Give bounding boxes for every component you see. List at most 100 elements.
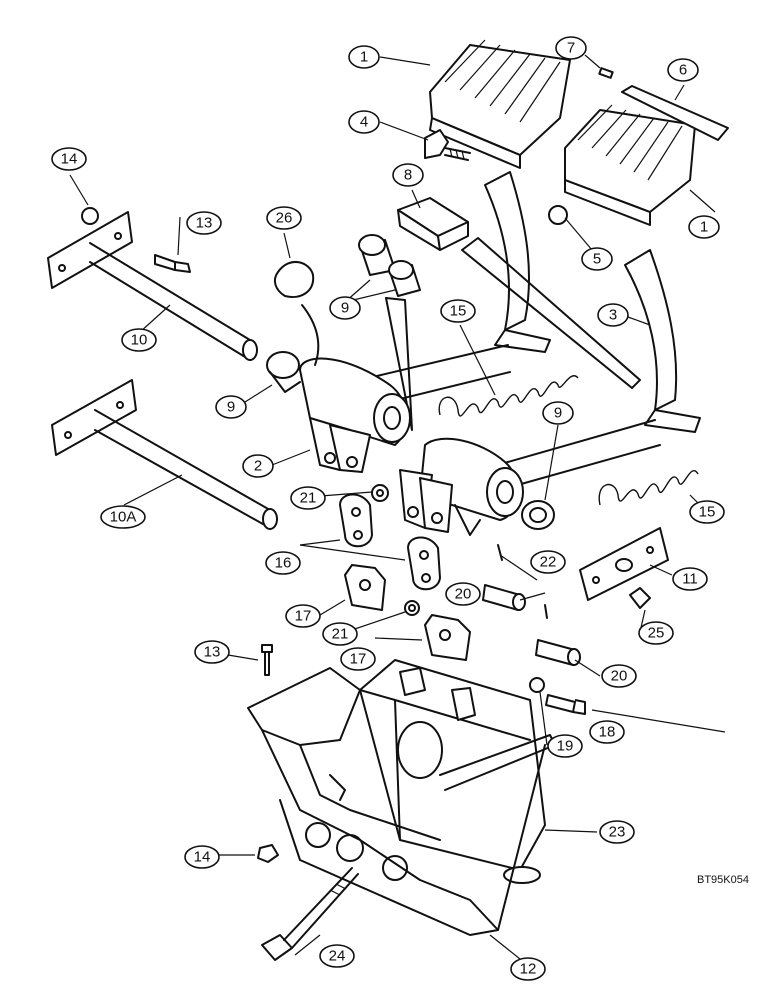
svg-text:9: 9: [227, 399, 235, 416]
svg-text:9: 9: [341, 300, 349, 317]
callout-20-upper: 20: [445, 582, 481, 606]
svg-text:21: 21: [332, 626, 349, 643]
svg-text:8: 8: [404, 167, 412, 184]
pedal-arm-left: [484, 171, 530, 331]
svg-text:26: 26: [276, 210, 293, 227]
callout-17-left: 17: [285, 604, 321, 628]
bushing-9-right: [521, 500, 555, 530]
callout-1-top: 1: [348, 45, 380, 69]
cotter-pin-22-upper: [497, 544, 503, 561]
callout-20-lower: 20: [601, 664, 637, 688]
callout-14-lower: 14: [184, 845, 220, 869]
svg-text:14: 14: [61, 151, 78, 168]
spring-15-lower: [598, 470, 699, 506]
nut-14-upper: [81, 207, 99, 225]
bolt-13-upper: [154, 254, 191, 273]
nut-14-lower: [257, 844, 279, 863]
svg-text:19: 19: [557, 738, 574, 755]
svg-text:6: 6: [679, 62, 687, 79]
svg-text:1: 1: [700, 219, 708, 236]
pedal-pad-right: [564, 104, 696, 226]
master-cylinder-23: [359, 659, 546, 884]
callout-7: 7: [555, 36, 587, 60]
svg-text:2: 2: [254, 458, 262, 475]
bolt-4: [424, 129, 471, 161]
svg-text:5: 5: [593, 251, 601, 268]
nut-5: [548, 205, 568, 225]
shaft-10a: [51, 379, 278, 530]
svg-text:12: 12: [520, 961, 537, 978]
callout-17-right: 17: [340, 647, 376, 671]
callout-15-lower: 15: [689, 500, 725, 524]
callout-1-right: 1: [688, 215, 720, 239]
callout-12: 12: [510, 957, 546, 981]
washer-21-lower: [404, 600, 420, 616]
svg-text:1: 1: [360, 49, 368, 66]
bushing-9-left: [266, 351, 301, 393]
svg-text:18: 18: [599, 724, 616, 741]
bolt-24: [261, 867, 359, 961]
clevis-17-right: [424, 614, 471, 661]
clevis-17-left: [344, 564, 386, 611]
pedal-arm-3: [624, 249, 678, 411]
svg-text:7: 7: [567, 40, 575, 57]
callout-9-upper: 9: [329, 296, 361, 320]
callout-24: 24: [319, 944, 355, 968]
callout-26: 26: [266, 206, 302, 230]
svg-text:14: 14: [194, 849, 211, 866]
svg-text:20: 20: [611, 668, 628, 685]
figure-code: BT95K054: [697, 874, 749, 886]
seal-26: [273, 261, 315, 298]
callout-15-upper: 15: [440, 299, 476, 323]
svg-text:13: 13: [196, 215, 213, 232]
cotter-pin-22-lower: [544, 604, 548, 619]
shaft-10: [47, 211, 258, 361]
svg-text:17: 17: [295, 608, 312, 625]
callout-10: 10: [121, 328, 157, 352]
svg-text:23: 23: [609, 824, 626, 841]
svg-text:21: 21: [300, 490, 317, 507]
block-8: [397, 197, 469, 251]
pin-7: [598, 67, 614, 79]
callout-3: 3: [597, 303, 629, 327]
callout-9-left: 9: [215, 395, 247, 419]
hub-2-lower: [399, 437, 524, 536]
svg-text:22: 22: [540, 554, 557, 571]
svg-text:3: 3: [609, 307, 617, 324]
nut-25: [629, 587, 651, 609]
svg-text:25: 25: [648, 625, 665, 642]
callout-10a: 10A: [100, 505, 146, 529]
svg-text:9: 9: [554, 405, 562, 422]
callout-8: 8: [392, 163, 424, 187]
pin-20-lower: [535, 639, 581, 666]
svg-text:10A: 10A: [110, 509, 137, 526]
link-16-upper: [339, 493, 373, 548]
link-16-lower: [407, 536, 441, 591]
svg-text:11: 11: [682, 571, 698, 588]
callout-9-right: 9: [542, 401, 574, 425]
callout-2: 2: [242, 454, 274, 478]
callout-13-lower: 13: [194, 640, 230, 664]
callout-5: 5: [581, 247, 613, 271]
svg-text:10: 10: [131, 332, 148, 349]
plate-11: [579, 527, 669, 601]
callout-19: 19: [547, 734, 583, 758]
washer-19: [529, 677, 545, 693]
svg-text:20: 20: [455, 586, 472, 603]
callout-21-upper: 21: [290, 486, 326, 510]
bushing-9-upper: [358, 234, 421, 297]
callout-23: 23: [599, 820, 635, 844]
callout-21-lower: 21: [322, 622, 358, 646]
callout-18: 18: [589, 720, 625, 744]
callout-16: 16: [265, 551, 301, 575]
bolt-13-lower: [261, 644, 273, 676]
pedal-pad-top: [429, 39, 571, 169]
callout-13-upper: 13: [186, 211, 222, 235]
strip-6: [621, 85, 729, 141]
callout-14-upper: 14: [51, 147, 87, 171]
svg-text:16: 16: [275, 555, 292, 572]
hub-2: [299, 357, 411, 473]
svg-text:15: 15: [450, 303, 467, 320]
callout-25: 25: [638, 621, 674, 645]
